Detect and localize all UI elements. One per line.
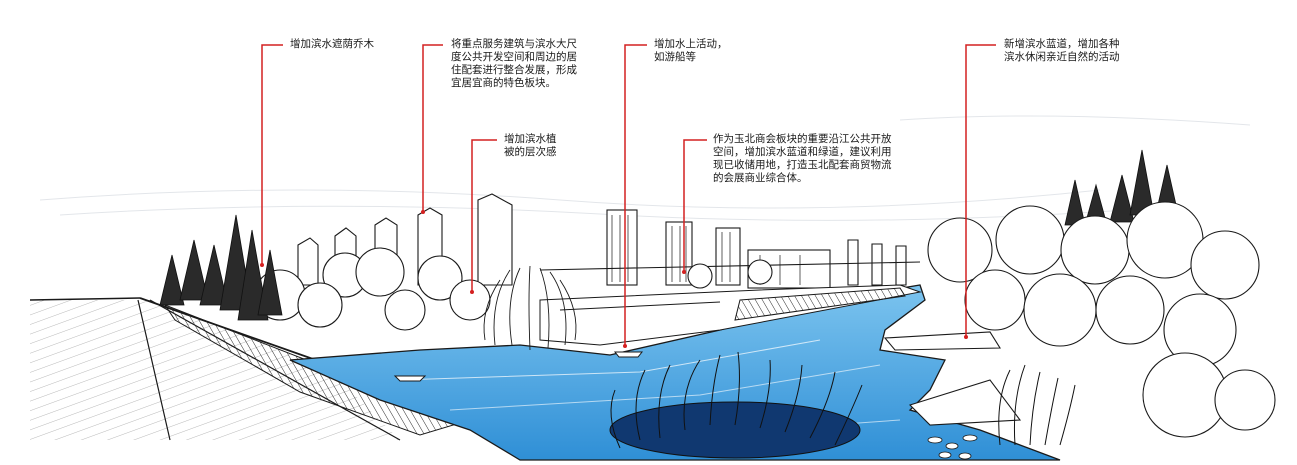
- lily-pads: [927, 434, 978, 460]
- far-trees: [254, 247, 773, 331]
- boats: [393, 351, 644, 382]
- reed-island: [609, 351, 863, 459]
- willow: [483, 265, 577, 351]
- annotation-public-space: 作为玉北商会板块的重要沿江公共开放 空间，增加滨水蓝道和绿道，建议利用 现已收储…: [713, 133, 892, 184]
- right-terrace: [883, 331, 1022, 426]
- leader-lines: [261, 44, 996, 346]
- promenade: [539, 284, 922, 346]
- annotation-blueway: 新增滨水蓝道，增加各种 滨水休闲亲近自然的活动: [1004, 38, 1120, 63]
- annotation-key-buildings: 将重点服务建筑与滨水大尺 度公共开发空间和周边的居 住配套进行整合发展，形成 宜…: [451, 38, 577, 89]
- leader-dots: [260, 210, 968, 348]
- annotation-shade-trees: 增加滨水遮荫乔木: [290, 38, 374, 50]
- reeds-right: [998, 364, 1076, 446]
- sky-texture: [39, 115, 1251, 221]
- annotation-planting-layers: 增加滨水植 被的层次感: [504, 133, 557, 158]
- right-trees: [927, 201, 1276, 438]
- annotation-water-activities: 增加水上活动， 如游船等: [654, 38, 728, 63]
- conifers-left: [159, 214, 283, 321]
